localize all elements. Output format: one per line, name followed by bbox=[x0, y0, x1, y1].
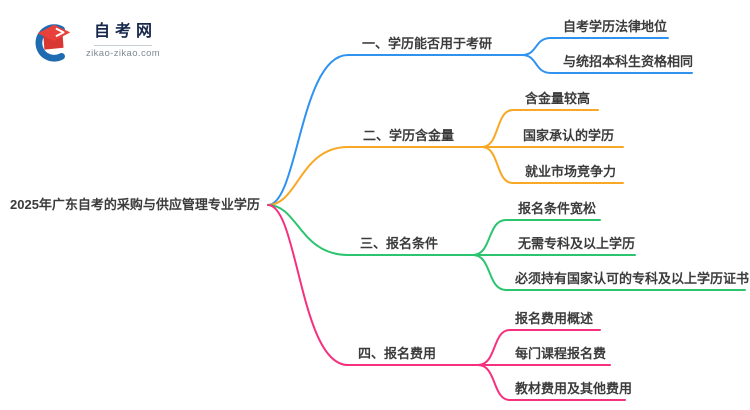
branch-2-child-2-label: 国家承认的学历 bbox=[523, 128, 615, 143]
branch-3-child-3-label: 必须持有国家认可的专科及以上学历证书 bbox=[515, 271, 750, 286]
site-logo: 自考网 zikao-zikao.com bbox=[30, 18, 160, 64]
branch-3-label: 三、报名条件 bbox=[360, 236, 439, 251]
branch-3-child-3-connector bbox=[472, 254, 746, 291]
branch-4-connector bbox=[267, 204, 479, 366]
branch-4-child-1-label: 报名费用概述 bbox=[515, 311, 594, 326]
branch-2-label: 二、学历含金量 bbox=[363, 128, 455, 143]
branch-2-connector bbox=[267, 146, 483, 206]
branch-2-child-3-label: 就业市场竞争力 bbox=[525, 164, 617, 179]
graduation-cap-icon bbox=[35, 24, 71, 62]
branch-4-child-3-connector bbox=[477, 364, 626, 401]
site-url: zikao-zikao.com bbox=[86, 48, 161, 60]
branch-3-child-2-label: 无需专科及以上学历 bbox=[518, 236, 636, 251]
root-node-title: 2025年广东自考的采购与供应管理专业学历 bbox=[10, 197, 260, 212]
branch-4-label: 四、报名费用 bbox=[358, 346, 437, 361]
branch-3-child-1-label: 报名条件宽松 bbox=[518, 201, 597, 216]
branch-1-child-1-connector bbox=[521, 37, 669, 56]
logo-divider bbox=[94, 45, 153, 47]
branch-2-child-1-label: 含金量较高 bbox=[525, 91, 591, 106]
branch-1-connector bbox=[267, 54, 523, 206]
branch-3-child-1-connector bbox=[472, 219, 601, 256]
branch-1-label: 一、学历能否用于考研 bbox=[362, 36, 493, 51]
branch-4-child-2-label: 每门课程报名费 bbox=[515, 346, 607, 361]
branch-4-child-3-label: 教材费用及其他费用 bbox=[515, 381, 633, 396]
branch-1-child-2-connector bbox=[521, 54, 693, 74]
branch-1-child-2-label: 与统招本科生资格相同 bbox=[563, 54, 694, 69]
branch-2-child-3-connector bbox=[481, 146, 624, 184]
site-name: 自考网 bbox=[94, 23, 158, 41]
branch-1-child-1-label: 自考学历法律地位 bbox=[563, 19, 668, 34]
branch-2-child-1-connector bbox=[481, 109, 599, 148]
branch-3-connector bbox=[267, 204, 474, 256]
branch-4-child-1-connector bbox=[477, 329, 601, 366]
site-logo-text: 自考网 zikao-zikao.com bbox=[86, 22, 160, 59]
